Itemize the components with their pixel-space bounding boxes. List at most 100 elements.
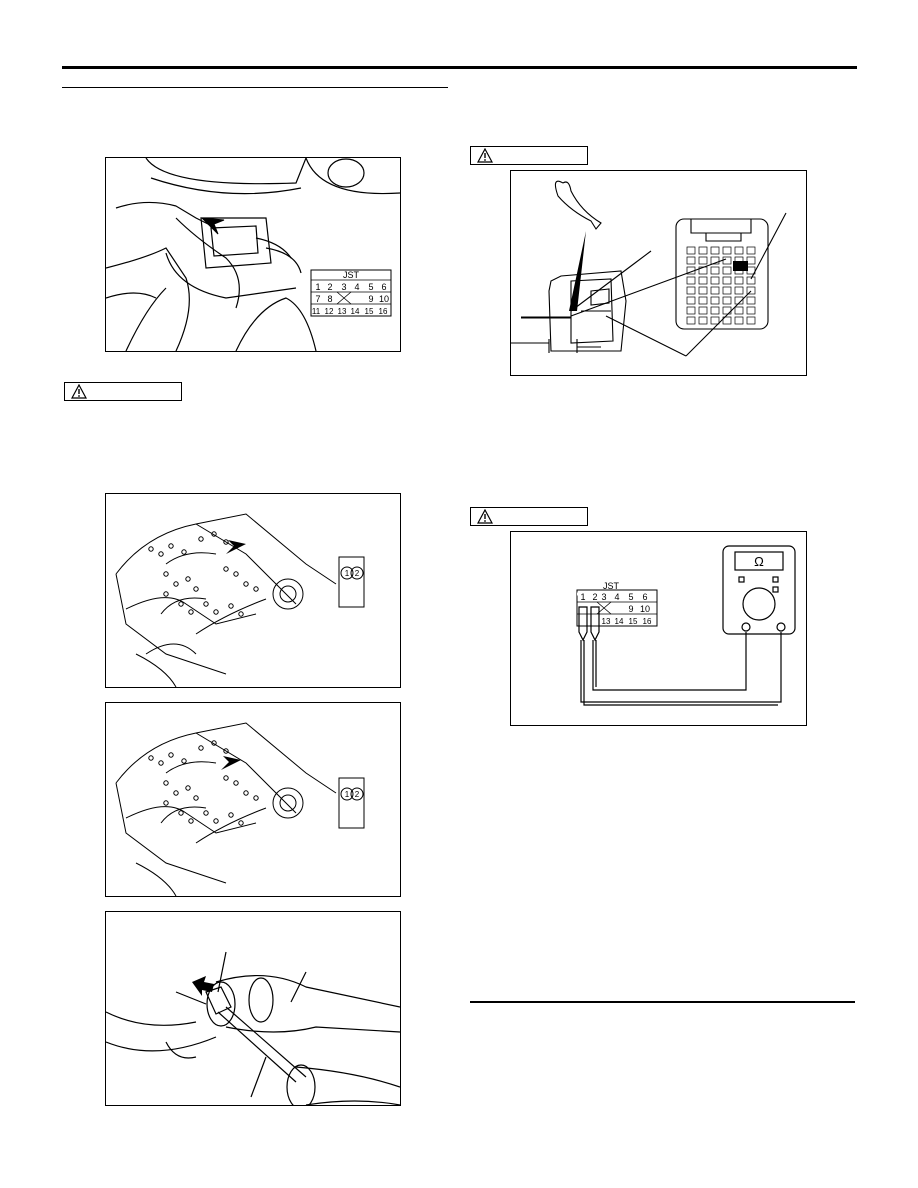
pin-number: 14	[615, 617, 624, 626]
pin-number: 4	[354, 282, 359, 292]
pin-number: 3	[341, 282, 346, 292]
caution-label	[470, 507, 588, 526]
terminal-cavity	[710, 316, 720, 325]
terminal-cavity	[686, 256, 696, 265]
harness-connector-node	[228, 603, 234, 609]
figure-probe-connector-terminal	[510, 170, 807, 376]
harness-connector-node	[168, 543, 174, 549]
terminal-cavity	[686, 316, 696, 325]
harness-connector-node	[181, 549, 187, 555]
terminal-cavity	[686, 296, 696, 305]
terminal-cavity	[698, 286, 708, 295]
terminal-cavity	[722, 286, 732, 295]
harness-connector-node	[185, 785, 191, 791]
terminal-cavity	[698, 256, 708, 265]
pin-label: 1	[345, 790, 350, 799]
harness-connector-node	[253, 586, 259, 592]
terminal-cavity	[722, 246, 732, 255]
terminal-cavity	[722, 266, 732, 275]
harness-connector-node	[223, 539, 229, 545]
pin-number: 7	[315, 294, 320, 304]
harness-connector-node	[181, 758, 187, 764]
harness-connector-node	[238, 820, 244, 826]
harness-connector-node	[148, 546, 154, 552]
terminal-cavity	[734, 246, 744, 255]
harness-connector-node	[233, 571, 239, 577]
arrow-icon	[226, 540, 246, 554]
pin-number: 13	[602, 617, 611, 626]
pin-number: 4	[614, 592, 619, 602]
harness-connector-node	[193, 795, 199, 801]
pin-number: 15	[365, 307, 374, 316]
terminal-cavity	[710, 286, 720, 295]
pin-number: 14	[351, 307, 360, 316]
terminal-cavity	[710, 296, 720, 305]
pin-number: 3	[601, 592, 606, 602]
terminal-cavity	[698, 296, 708, 305]
pin-number: 1	[315, 282, 320, 292]
harness-connector-node	[243, 581, 249, 587]
terminal-cavity	[686, 246, 696, 255]
pin-number: 16	[643, 617, 652, 626]
pin-number: 10	[640, 604, 650, 614]
terminal-cavity	[722, 316, 732, 325]
terminal-cavity	[734, 316, 744, 325]
harness-connector-node	[223, 566, 229, 572]
harness-connector-node	[193, 586, 199, 592]
terminal-cavity	[710, 256, 720, 265]
pin-number: 2	[592, 592, 597, 602]
pin-number: 6	[642, 592, 647, 602]
pin-number: 15	[629, 617, 638, 626]
figure-vehicle-harness-front: 1 2	[105, 493, 401, 688]
harness-connector-node	[233, 780, 239, 786]
terminal-cavity	[698, 276, 708, 285]
terminal-cavity	[746, 286, 756, 295]
harness-connector-node	[198, 536, 204, 542]
terminal-cavity	[710, 306, 720, 315]
harness-connector-node	[211, 740, 217, 746]
pin-number: 13	[338, 307, 347, 316]
terminal-cavity	[686, 306, 696, 315]
arrow-icon	[200, 217, 225, 235]
ohm-symbol: Ω	[754, 554, 764, 569]
terminal-cavity	[722, 256, 732, 265]
terminal-cavity	[722, 276, 732, 285]
caution-label	[64, 382, 182, 401]
terminal-cavity	[746, 306, 756, 315]
terminal-cavity	[734, 276, 744, 285]
arrow-icon	[221, 756, 241, 770]
terminal-cavity	[710, 246, 720, 255]
harness-connector-node	[188, 609, 194, 615]
two-pin-connector-chart: 1 2	[338, 777, 365, 829]
harness-connector-node	[158, 760, 164, 766]
warning-triangle-icon	[71, 384, 87, 399]
harness-connector-node	[253, 795, 259, 801]
harness-connector-node	[223, 748, 229, 754]
pin-label: 2	[355, 790, 360, 799]
pin-label: 2	[355, 569, 360, 578]
harness-connector-node	[173, 790, 179, 796]
terminal-cavity	[698, 266, 708, 275]
terminal-cavity	[710, 276, 720, 285]
terminal-cavity	[734, 286, 744, 295]
terminal-cavity	[722, 306, 732, 315]
terminal-cavity	[686, 276, 696, 285]
harness-connector-node	[148, 755, 154, 761]
pin-number: 16	[379, 307, 388, 316]
terminal-cavity	[746, 256, 756, 265]
harness-connector-node	[228, 812, 234, 818]
terminal-cavity	[698, 306, 708, 315]
harness-connector-node	[188, 818, 194, 824]
harness-connector-node	[158, 551, 164, 557]
terminal-cavity	[722, 296, 732, 305]
pin-number: 9	[628, 604, 633, 614]
section-end-rule	[470, 1001, 855, 1003]
pin-number: 11	[312, 307, 321, 316]
terminal-cavity	[710, 266, 720, 275]
harness-connector-node	[163, 800, 169, 806]
pin-number: 8	[327, 294, 332, 304]
pin-number: 12	[325, 307, 334, 316]
